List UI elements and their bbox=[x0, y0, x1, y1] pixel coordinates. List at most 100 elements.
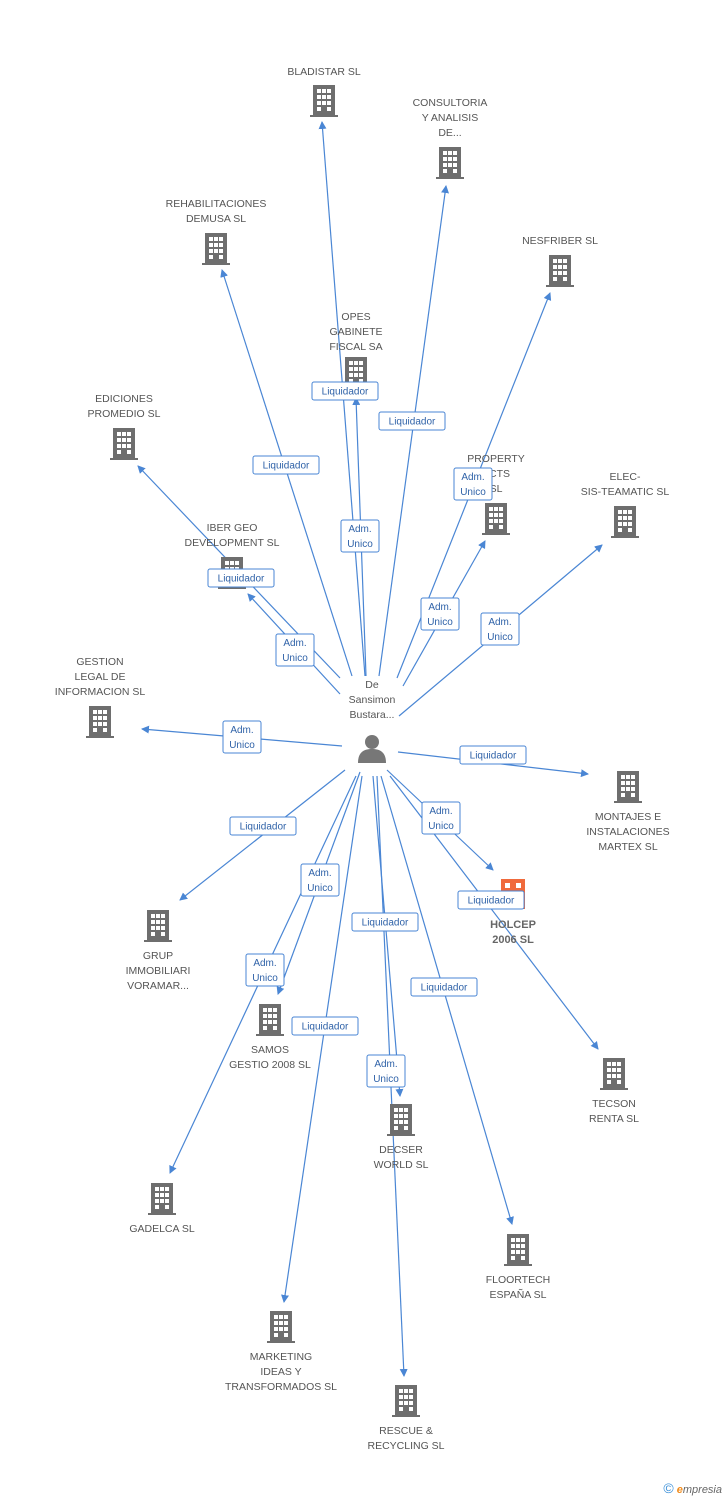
edge-label-text: Adm.Unico bbox=[347, 524, 373, 550]
building-icon bbox=[504, 1234, 532, 1266]
edge-label-text: Liquidador bbox=[362, 918, 409, 929]
edge-label-box bbox=[421, 801, 461, 835]
company-label-consultoria-line: Y ANALISIS bbox=[422, 112, 478, 124]
edge-label-tecson: Liquidador bbox=[457, 890, 525, 910]
company-label-nesfriber: NESFRIBER SL bbox=[522, 235, 598, 247]
edge-label-montajes: Liquidador bbox=[459, 745, 527, 765]
edge-label-text: Adm.Unico bbox=[282, 638, 308, 664]
edge-label-holcep: Adm.Unico bbox=[421, 801, 461, 835]
company-label-consultoria-line: DE... bbox=[438, 127, 461, 139]
company-label-marketing-line: MARKETING bbox=[250, 1351, 312, 1363]
building-icon bbox=[310, 85, 338, 117]
edge-label-line: Unico bbox=[428, 821, 454, 832]
brand-name: mpresia bbox=[682, 1484, 722, 1496]
company-label-floortech-line: ESPAÑA SL bbox=[489, 1288, 546, 1301]
edge-label-rehabilitaciones: Liquidador bbox=[252, 455, 320, 475]
edge-label-box bbox=[300, 863, 340, 897]
edge-label-line: Liquidador bbox=[263, 461, 310, 472]
edge-label-line: Adm. bbox=[283, 638, 306, 649]
company-label-rescue-line: RECYCLING SL bbox=[367, 1440, 444, 1452]
edge-consultoria bbox=[378, 185, 450, 677]
edge-label-box bbox=[207, 568, 275, 588]
building-icon bbox=[202, 233, 230, 265]
person-icon bbox=[358, 735, 386, 763]
company-label-grup-line: IMMOBILIARI bbox=[126, 965, 191, 977]
edge-label-decser: Adm.Unico bbox=[366, 1054, 406, 1088]
edge-marketing bbox=[281, 775, 363, 1303]
company-label-rehabilitaciones-line: DEMUSA SL bbox=[186, 213, 246, 225]
company-label-gadelca-line: GADELCA SL bbox=[129, 1223, 195, 1235]
edge-label-text: Adm. Unico bbox=[252, 958, 278, 984]
company-node-nesfriber[interactable]: NESFRIBER SL bbox=[522, 235, 598, 287]
company-label-elec: ELEC-SIS-TEAMATIC SL bbox=[581, 471, 670, 498]
edge-label-line: Liquidador bbox=[218, 574, 265, 585]
company-label-samos-line: SAMOS bbox=[251, 1044, 289, 1056]
edge-label-bladistar: Liquidador bbox=[311, 381, 379, 401]
edge-floortech bbox=[380, 775, 514, 1225]
building-icon bbox=[256, 1004, 284, 1036]
company-label-tecson-line: RENTA SL bbox=[589, 1113, 639, 1125]
company-label-opes-line: OPES bbox=[341, 311, 370, 323]
edge-label-box bbox=[222, 720, 262, 754]
company-node-bladistar[interactable]: BLADISTAR SL bbox=[287, 66, 361, 117]
company-label-decser-line: WORLD SL bbox=[374, 1159, 429, 1171]
company-node-floortech[interactable]: FLOORTECH ESPAÑA SL bbox=[486, 1234, 551, 1301]
edge-label-line: Liquidador bbox=[421, 983, 468, 994]
edge-label-line: Adm. bbox=[428, 602, 451, 613]
window bbox=[505, 883, 510, 888]
company-label-bladistar: BLADISTAR SL bbox=[287, 66, 360, 78]
company-node-gadelca[interactable]: GADELCA SL bbox=[129, 1183, 195, 1235]
edge-label-property: Adm.Unico bbox=[420, 597, 460, 631]
company-label-gestion-line: LEGAL DE bbox=[75, 671, 126, 683]
company-label-nesfriber-line: NESFRIBER SL bbox=[522, 235, 598, 247]
edge-decser bbox=[372, 775, 404, 1097]
edge-label-text: Liquidador bbox=[322, 387, 369, 398]
company-node-elec[interactable]: ELEC-SIS-TEAMATIC SL bbox=[581, 471, 670, 538]
company-label-property-line: SL bbox=[490, 483, 503, 495]
brand-e: e bbox=[676, 1484, 683, 1496]
edge-label-line: Adm. bbox=[253, 958, 276, 969]
building-icon bbox=[144, 910, 172, 942]
company-label-holcep-line: 2006 SL bbox=[492, 934, 534, 946]
edge-label-line: Unico bbox=[252, 973, 278, 984]
edge-label-text: Liquidador bbox=[389, 417, 436, 428]
edge-label-text: Adm.Unico bbox=[373, 1059, 399, 1085]
building-icon bbox=[387, 1104, 415, 1136]
company-label-opes-line: FISCAL SA bbox=[329, 341, 382, 353]
window bbox=[516, 883, 521, 888]
edge-label-box bbox=[291, 1016, 359, 1036]
edge-label-consultoria: Liquidador bbox=[378, 411, 446, 431]
person-label-line: De bbox=[365, 679, 379, 691]
company-label-rescue: RESCUE & RECYCLING SL bbox=[367, 1425, 444, 1452]
edge-label-box bbox=[340, 519, 380, 553]
edge-label-line: Liquidador bbox=[468, 896, 515, 907]
company-label-elec-line: SIS-TEAMATIC SL bbox=[581, 486, 670, 498]
company-node-rescue[interactable]: RESCUE & RECYCLING SL bbox=[367, 1385, 445, 1452]
company-label-floortech-line: FLOORTECH bbox=[486, 1274, 551, 1286]
edge-label-line: Adm. bbox=[488, 617, 511, 628]
edge-label-box bbox=[366, 1054, 406, 1088]
company-label-property-line: PROPERTY bbox=[467, 453, 525, 465]
company-label-gestion-line: INFORMACION SL bbox=[55, 686, 146, 698]
edge-label-line: Liquidador bbox=[322, 387, 369, 398]
company-label-rescue-line: RESCUE & bbox=[379, 1425, 433, 1437]
company-label-floortech: FLOORTECH ESPAÑA SL bbox=[486, 1274, 551, 1301]
